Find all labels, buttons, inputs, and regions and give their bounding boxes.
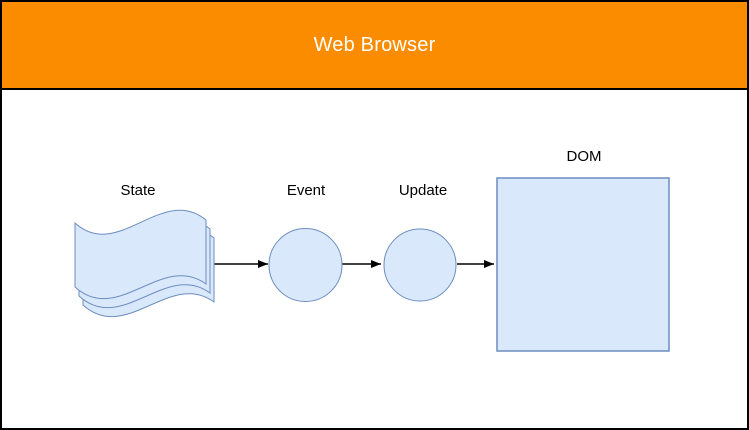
- node-event-label: Event: [287, 182, 326, 199]
- node-dom-label: DOM: [567, 148, 602, 165]
- node-state: State: [74, 182, 215, 318]
- header-bar: Web Browser: [2, 2, 747, 90]
- node-dom: DOM: [496, 148, 670, 352]
- update-circle-shape: [383, 228, 457, 302]
- dom-rect-shape: [496, 177, 670, 352]
- node-update-label: Update: [399, 182, 447, 199]
- event-circle-shape: [268, 228, 343, 302]
- node-update: Update: [383, 182, 457, 302]
- header-title: Web Browser: [313, 33, 436, 56]
- multi-document-shape-front: [74, 209, 207, 300]
- node-state-label: State: [120, 182, 155, 199]
- diagram-canvas: State Event Update DOM: [74, 148, 670, 352]
- node-event: Event: [268, 182, 343, 302]
